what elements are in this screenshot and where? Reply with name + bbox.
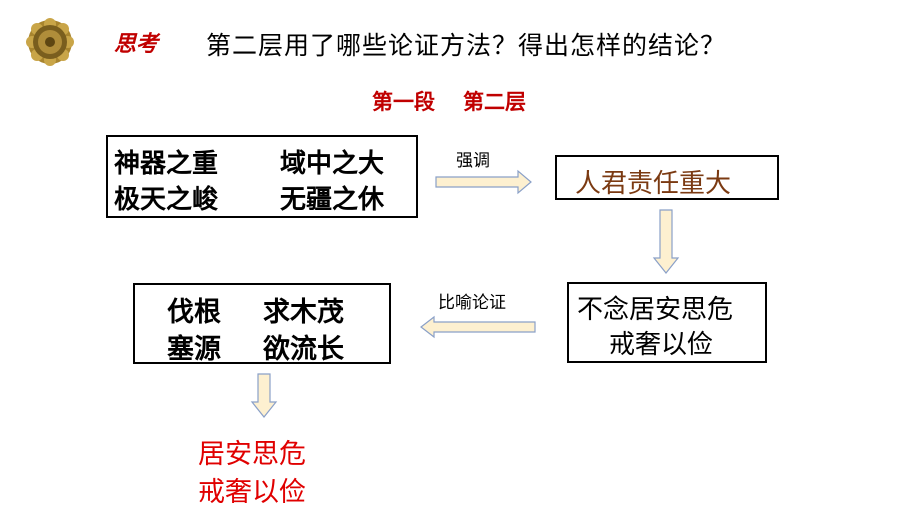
conclusion-line1: 居安思危 <box>198 439 306 470</box>
premise-row1-right: 域中之大 <box>280 149 385 179</box>
metaphor-box: 伐根 求木茂 塞源 欲流长 <box>133 283 391 365</box>
right-arrow-icon <box>435 169 532 195</box>
warning-line2: 戒奢以俭 <box>609 330 714 360</box>
section-subtitle: 第一段 第二层 <box>372 86 526 116</box>
premise-row1-left: 神器之重 <box>114 149 219 179</box>
warning-box: 不念居安思危 戒奢以俭 <box>567 282 767 363</box>
bronze-mirror-emblem-icon <box>26 18 74 66</box>
subtitle-paragraph: 第一段 <box>372 89 435 114</box>
metaphor-row2-right: 欲流长 <box>263 334 344 365</box>
ruler-responsibility-text: 人君责任重大 <box>575 169 732 199</box>
metaphor-row1-left: 伐根 <box>167 297 221 328</box>
down-arrow-icon <box>250 373 278 418</box>
metaphor-row1-right: 求木茂 <box>263 297 344 328</box>
premise-row2-left: 极天之峻 <box>114 185 219 215</box>
premise-box: 神器之重 域中之大 极天之峻 无疆之休 <box>106 135 418 218</box>
subtitle-layer: 第二层 <box>463 89 526 114</box>
metaphor-row2-left: 塞源 <box>167 334 221 365</box>
warning-line1: 不念居安思危 <box>577 295 734 325</box>
think-label: 思考 <box>114 31 159 57</box>
premise-row2-right: 无疆之休 <box>280 185 385 215</box>
page-question: 第二层用了哪些论证方法？得出怎样的结论？ <box>206 31 727 60</box>
metaphor-label: 比喻论证 <box>438 293 506 313</box>
emphasis-label: 强调 <box>456 151 490 171</box>
ruler-responsibility-box: 人君责任重大 <box>555 155 779 200</box>
left-arrow-icon <box>420 315 536 339</box>
down-arrow-icon <box>652 209 680 274</box>
conclusion-line2: 戒奢以俭 <box>198 477 306 508</box>
